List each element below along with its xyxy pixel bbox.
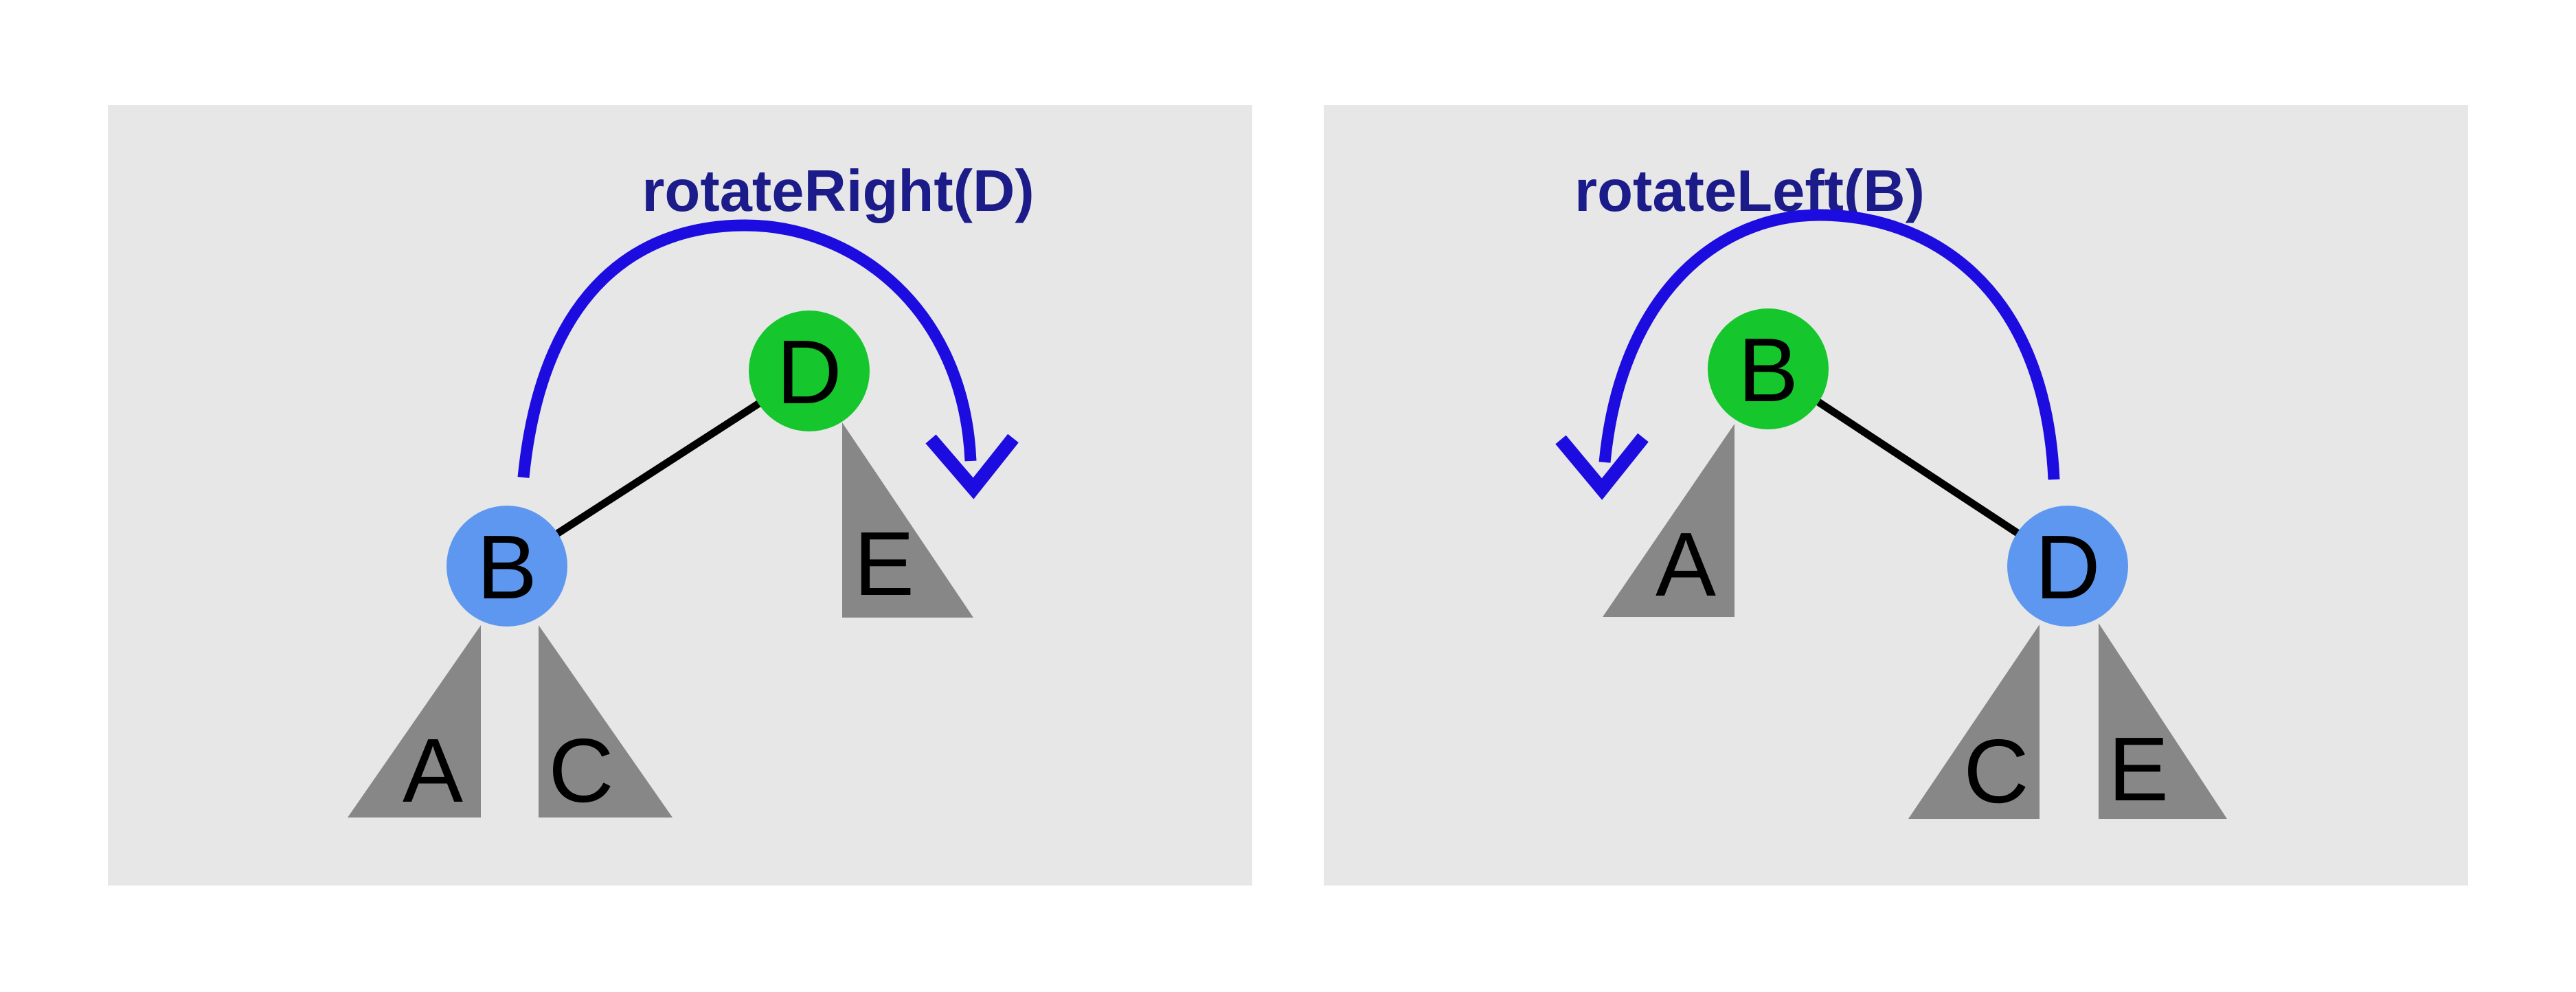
rotate-right-panel: rotateRight(D) D B A C E: [108, 105, 1252, 886]
subtree-e-triangle: [2099, 623, 2227, 819]
subtree-e-label: E: [854, 513, 914, 614]
subtree-c-triangle: [1908, 624, 2040, 819]
node-d-label: D: [2035, 517, 2100, 618]
rotation-arrowhead-icon: [1555, 433, 1649, 500]
rotate-right-title: rotateRight(D): [642, 159, 1034, 224]
node-b-label: B: [477, 517, 537, 618]
subtree-a-triangle: [348, 625, 481, 818]
node-b-circle: [1708, 308, 1829, 429]
subtree-c-label: C: [1963, 721, 2029, 822]
node-b-circle: [447, 506, 567, 627]
subtree-a-label: A: [403, 720, 463, 821]
node-d-circle: [749, 311, 870, 431]
node-d-circle: [2007, 506, 2128, 627]
subtree-a-triangle: [1603, 424, 1735, 617]
subtree-e-triangle: [842, 422, 973, 618]
rotate-left-panel: rotateLeft(B) B D A C E: [1324, 105, 2468, 886]
rotation-arrow-arc: [1598, 209, 2060, 480]
subtree-a-label: A: [1656, 514, 1716, 615]
node-b-label: B: [1738, 319, 1798, 420]
panel-background: [1324, 105, 2468, 886]
subtree-e-label: E: [2108, 719, 2169, 820]
rotate-left-title: rotateLeft(B): [1574, 159, 1925, 224]
rotation-arrow-arc: [517, 219, 977, 478]
node-d-label: D: [776, 322, 841, 422]
subtree-c-label: C: [548, 720, 613, 821]
rotation-arrowhead-icon: [925, 433, 1019, 499]
rotate-right-diagram: rotateRight(D) D B A C E: [108, 105, 1252, 886]
subtree-c-triangle: [539, 625, 673, 818]
rotate-left-diagram: rotateLeft(B) B D A C E: [1324, 105, 2468, 886]
